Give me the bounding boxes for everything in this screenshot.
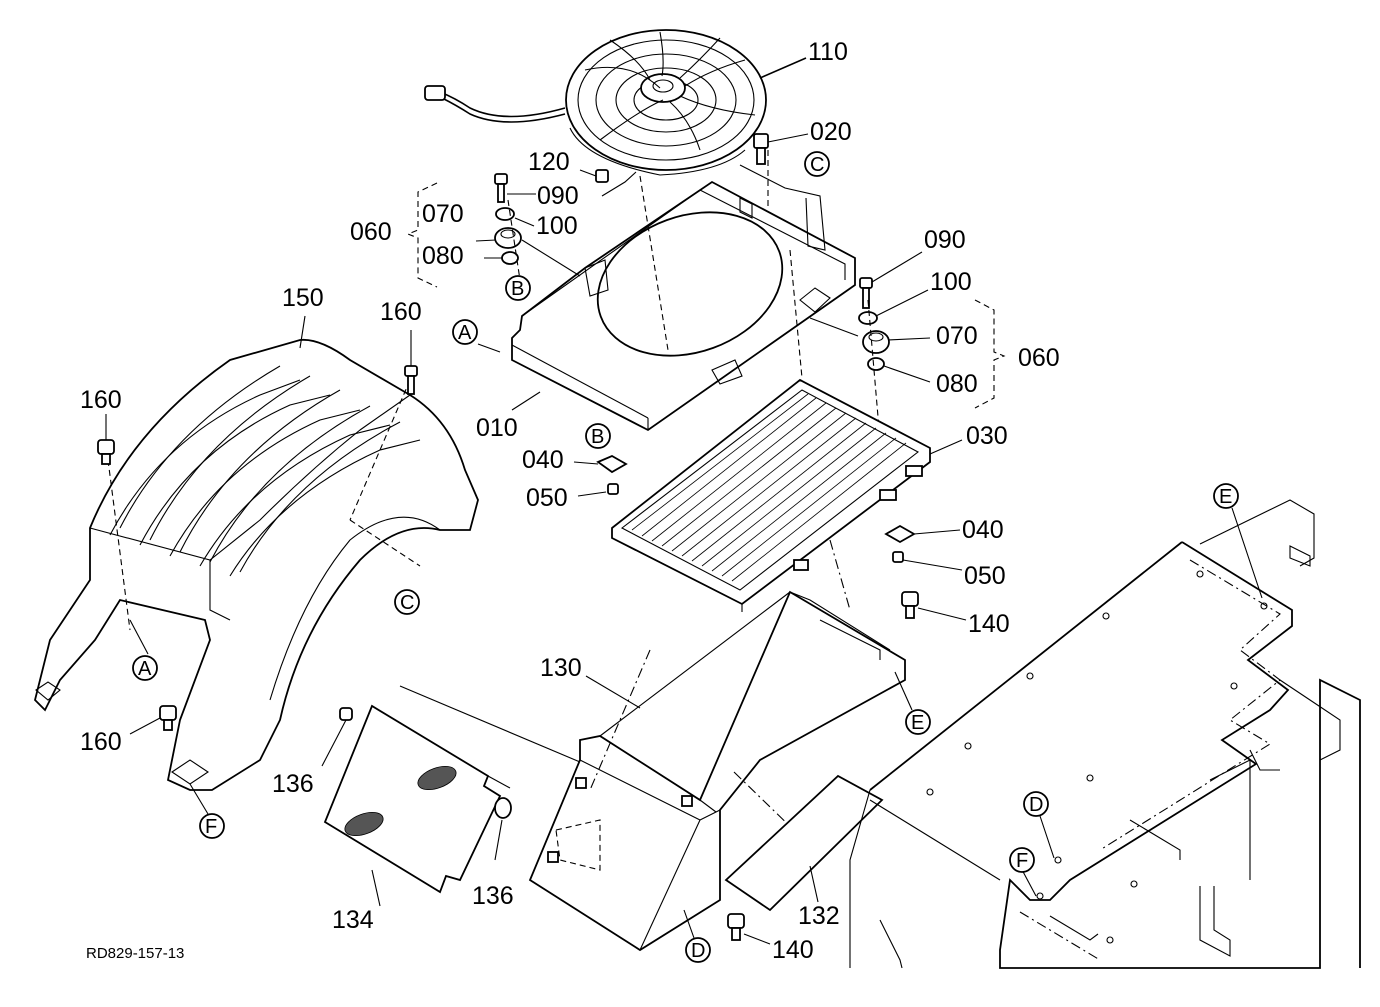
air-duct-130 — [528, 539, 906, 952]
label-040-left: 040 — [522, 446, 564, 474]
label-090-right: 090 — [924, 226, 966, 254]
ref-d-bottom: D — [691, 940, 705, 962]
label-132: 132 — [798, 902, 840, 930]
drawing-code: RD829-157-13 — [86, 945, 184, 962]
bracket-040-right — [884, 524, 963, 571]
fender-150 — [34, 315, 479, 791]
label-030: 030 — [966, 422, 1008, 450]
label-020: 020 — [810, 118, 852, 146]
ref-d-right: D — [1029, 794, 1043, 816]
label-130: 130 — [540, 654, 582, 682]
label-050-left: 050 — [526, 484, 568, 512]
bolt-160-left — [97, 414, 115, 465]
frame-structure — [849, 499, 1361, 969]
bolt-160-top — [404, 330, 418, 395]
bolt-020 — [753, 133, 809, 165]
ref-f-fender: F — [205, 816, 217, 838]
label-160-left: 160 — [80, 386, 122, 414]
ref-c-top: C — [810, 154, 824, 176]
plate-132 — [724, 774, 884, 912]
bolt-140-top — [901, 591, 967, 621]
bracket-040-left — [573, 454, 628, 497]
ref-c-fender: C — [400, 592, 414, 614]
ref-a-fender: A — [138, 658, 152, 680]
label-070-left: 070 — [422, 200, 464, 228]
label-140-bottom: 140 — [772, 936, 814, 964]
label-100-left: 100 — [536, 212, 578, 240]
label-070-right: 070 — [936, 322, 978, 350]
mount-group-right — [809, 251, 1006, 441]
label-134: 134 — [332, 906, 374, 934]
label-140-top: 140 — [968, 610, 1010, 638]
label-050-right: 050 — [964, 562, 1006, 590]
fan-shroud-010 — [511, 150, 856, 432]
label-110: 110 — [808, 38, 848, 66]
fan-assembly — [424, 29, 807, 176]
label-136-right: 136 — [472, 882, 514, 910]
label-060-left: 060 — [350, 218, 392, 246]
ref-f-right: F — [1016, 850, 1028, 872]
bolt-140-bottom — [727, 913, 771, 945]
label-120: 120 — [528, 148, 570, 176]
label-040-right: 040 — [962, 516, 1004, 544]
mount-group-left — [406, 173, 581, 288]
label-160-top: 160 — [380, 298, 422, 326]
label-150: 150 — [282, 284, 324, 312]
label-100-right: 100 — [930, 268, 972, 296]
ref-e-right: E — [1219, 486, 1232, 508]
label-136-left: 136 — [272, 770, 314, 798]
nut-120 — [579, 169, 637, 197]
radiator-core-030 — [611, 378, 963, 612]
bolt-160-bottom — [129, 705, 177, 735]
label-090-left: 090 — [537, 182, 579, 210]
label-010: 010 — [476, 414, 518, 442]
ref-e-duct: E — [911, 712, 924, 734]
label-060-right: 060 — [1018, 344, 1060, 372]
ref-a-left: A — [458, 322, 472, 344]
ref-b-top: B — [511, 278, 524, 300]
screen-134 — [321, 685, 581, 907]
label-160-bottom: 160 — [80, 728, 122, 756]
label-080-left: 080 — [422, 242, 464, 270]
ref-b-mid: B — [591, 426, 604, 448]
label-080-right: 080 — [936, 370, 978, 398]
